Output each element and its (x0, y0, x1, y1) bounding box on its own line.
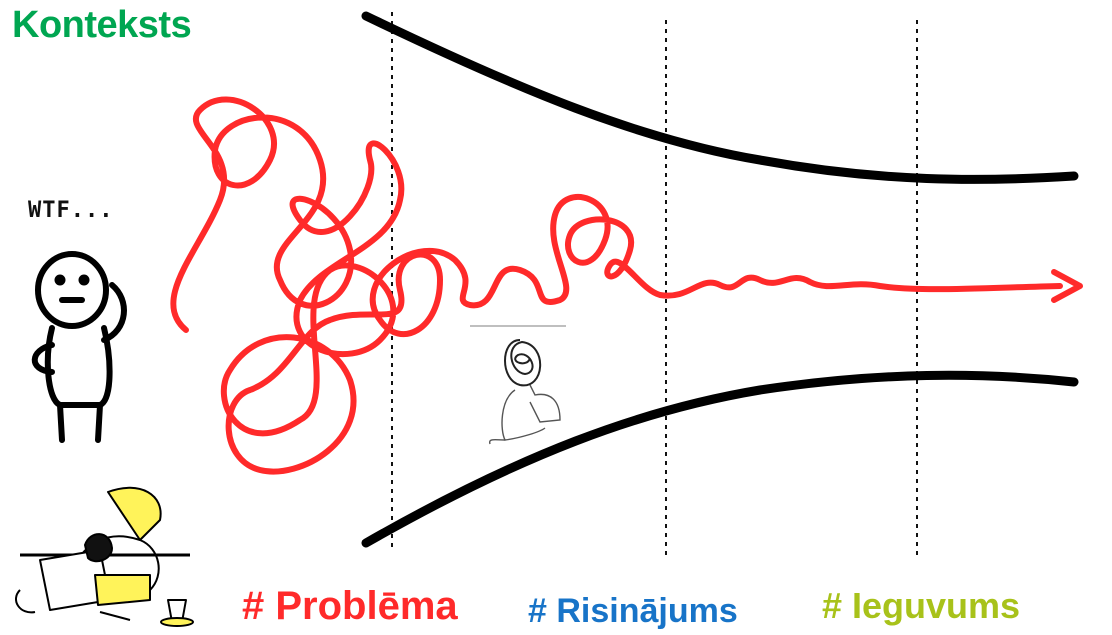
speech-text: WTF... (28, 198, 114, 223)
funnel-bottom-curve (361, 370, 1079, 548)
stage-label-solution: # Risinājums (528, 592, 738, 630)
tangled-path-arrowhead (1051, 269, 1083, 303)
funnel-top-curve (361, 11, 1079, 184)
tangled-path (170, 96, 1063, 475)
person-head-on-laptop-icon (15, 486, 194, 627)
thinking-person-icon (470, 325, 566, 445)
stage-label-benefit: # Ieguvums (822, 585, 1021, 626)
stage-label-problem: # Problēma (242, 584, 458, 628)
stick-figure-confused-icon (31, 251, 127, 443)
page-title: Konteksts (12, 4, 192, 46)
